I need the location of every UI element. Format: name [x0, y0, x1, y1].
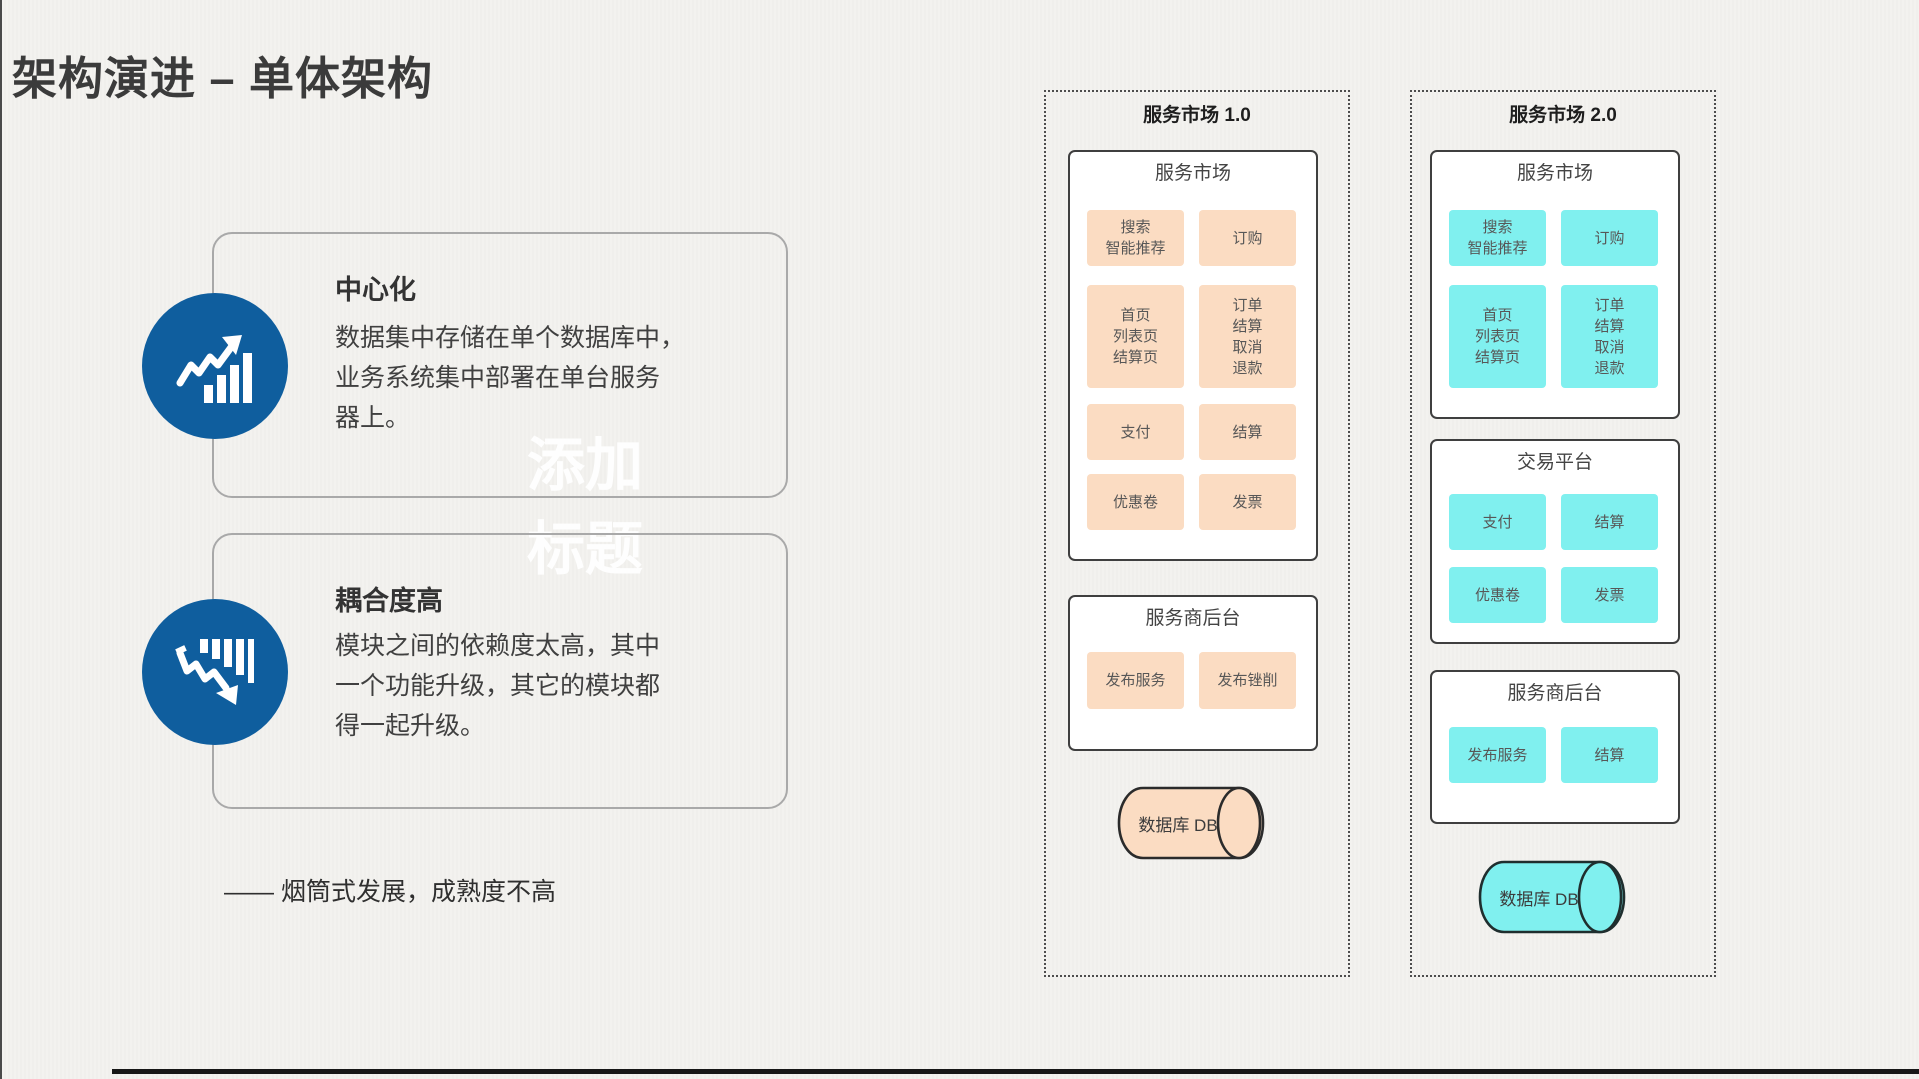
module-cell: 首页 列表页 结算页	[1087, 285, 1184, 388]
container-title: 服务市场 1.0	[1143, 105, 1251, 126]
database-label: 数据库 DB	[1138, 815, 1218, 835]
module-cell: 发票	[1561, 567, 1658, 623]
database-cylinder: 数据库 DB	[1115, 785, 1265, 861]
module-cell: 发布服务	[1087, 652, 1184, 709]
container-service-market-2-0: 服务市场 2.0 服务市场 搜索 智能推荐 订购 首页 列表页 结算页 订单 结…	[1410, 90, 1716, 977]
module-cell: 优惠卷	[1087, 474, 1184, 530]
point-heading: 耦合度高	[335, 586, 443, 616]
module-cell: 发票	[1199, 474, 1296, 530]
module-cell: 支付	[1087, 404, 1184, 460]
module-cell: 订单 结算 取消 退款	[1561, 285, 1658, 388]
module-cell: 结算	[1561, 727, 1658, 783]
group-label: 服务市场	[1516, 163, 1593, 184]
module-cell: 支付	[1449, 494, 1546, 550]
module-cell: 订购	[1561, 210, 1658, 266]
group-label: 服务商后台	[1507, 683, 1603, 704]
growth-chart-icon	[174, 325, 256, 407]
database-cylinder: 数据库 DB	[1476, 859, 1626, 935]
group-service-market: 服务市场 搜索 智能推荐 订购 首页 列表页 结算页 订单 结算 取消 退款	[1430, 150, 1680, 419]
group-trading-platform: 交易平台 支付 结算 优惠卷 发票	[1430, 439, 1680, 644]
slide-left-edge	[0, 0, 2, 1079]
module-cell: 结算	[1561, 494, 1658, 550]
group-label: 交易平台	[1516, 452, 1593, 473]
decline-chart-icon	[174, 631, 256, 713]
group-label: 服务商后台	[1145, 608, 1241, 629]
point-bullet-circle	[142, 599, 288, 745]
point-bullet-circle	[142, 293, 288, 439]
module-cell: 首页 列表页 结算页	[1449, 285, 1546, 388]
module-cell: 搜索 智能推荐	[1087, 210, 1184, 266]
group-service-market: 服务市场 搜索 智能推荐 订购 首页 列表页 结算页 订单 结算 取消 退款 支…	[1068, 150, 1318, 561]
point-body: 数据集中存储在单个数据库中， 业务系统集中部署在单台服务 器上。	[335, 324, 686, 432]
group-provider-backend: 服务商后台 发布服务 结算	[1430, 670, 1680, 824]
module-cell: 订购	[1199, 210, 1296, 266]
watermark-placeholder-text: 添加 标题	[526, 433, 643, 582]
module-cell: 发布服务	[1449, 727, 1546, 783]
module-cell: 结算	[1199, 404, 1296, 460]
module-cell: 优惠卷	[1449, 567, 1546, 623]
footnote: —— 烟筒式发展，成熟度不高	[224, 878, 556, 906]
group-provider-backend: 服务商后台 发布服务 发布锉削	[1068, 595, 1318, 751]
point-heading: 中心化	[335, 275, 416, 305]
module-cell: 发布锉削	[1199, 652, 1296, 709]
group-label: 服务市场	[1154, 163, 1231, 184]
point-body: 模块之间的依赖度太高，其中 一个功能升级，其它的模块都 得一起升级。	[335, 632, 661, 740]
slide-bottom-edge	[112, 1069, 1919, 1074]
module-cell: 订单 结算 取消 退款	[1199, 285, 1296, 388]
module-cell: 搜索 智能推荐	[1449, 210, 1546, 266]
container-title: 服务市场 2.0	[1509, 105, 1617, 126]
page-title: 架构演进 – 单体架构	[12, 53, 434, 104]
database-label: 数据库 DB	[1499, 889, 1579, 909]
container-service-market-1-0: 服务市场 1.0 服务市场 搜索 智能推荐 订购 首页 列表页 结算页 订单 结…	[1044, 90, 1350, 977]
